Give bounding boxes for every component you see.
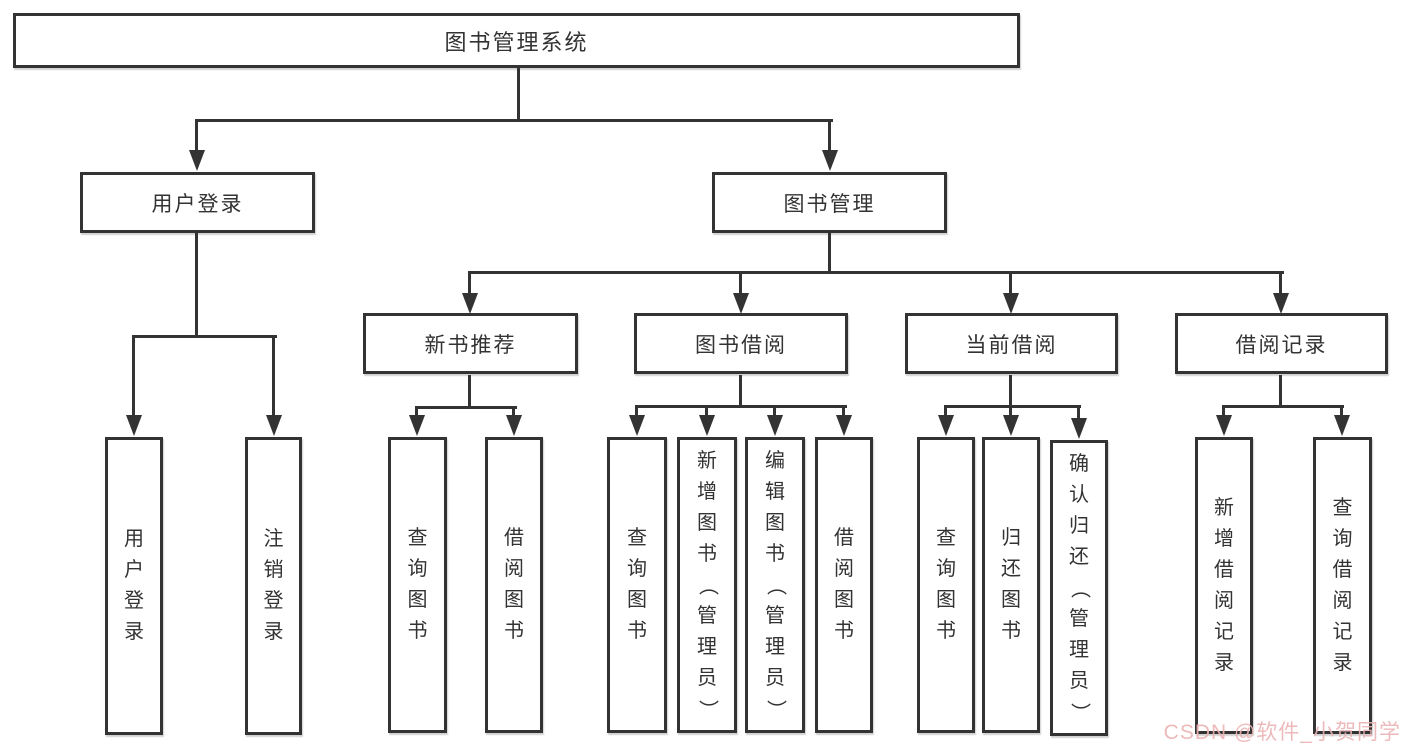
node-label: 借阅图书 [834, 527, 854, 642]
arrow-down-icon [822, 150, 838, 171]
connector-line [132, 335, 277, 338]
arrow-down-icon [189, 150, 205, 171]
connector-line [773, 405, 776, 417]
node-label: 查询图书 [936, 527, 956, 642]
leaf-user-login: 用户登录 [105, 437, 163, 735]
connector-line [416, 406, 517, 409]
connector-line [468, 271, 471, 295]
node-label: 新增图书（管理员） [696, 449, 719, 720]
node-new-book-recommend: 新书推荐 [363, 313, 578, 374]
connector-line [517, 68, 520, 122]
node-user-login: 用户登录 [80, 172, 315, 233]
connector-line [1279, 375, 1282, 408]
connector-line [1222, 405, 1225, 417]
leaf-query-books-1: 查询图书 [388, 437, 447, 733]
arrow-down-icon [733, 293, 749, 314]
node-label: 查询借阅记录 [1332, 496, 1353, 674]
connector-line [705, 405, 708, 417]
node-label: 当前借阅 [965, 333, 1058, 357]
leaf-query-books-2: 查询图书 [607, 437, 667, 733]
leaf-add-books-admin: 新增图书（管理员） [677, 437, 737, 733]
node-current-borrowing: 当前借阅 [905, 313, 1118, 374]
arrow-down-icon [462, 293, 478, 314]
connector-line [415, 406, 418, 417]
csdn-watermark: CSDN @软件_小贺同学 [1163, 721, 1401, 744]
leaf-query-books-3: 查询图书 [917, 437, 975, 733]
connector-line [828, 233, 831, 274]
node-label: 图书管理 [783, 192, 876, 216]
connector-line [1009, 375, 1012, 408]
connector-line [1279, 271, 1282, 295]
connector-line [635, 405, 638, 417]
arrow-down-icon [506, 415, 522, 436]
arrow-down-icon [1003, 293, 1019, 314]
connector-line [468, 271, 1284, 274]
node-label: 归还图书 [1001, 527, 1021, 642]
connector-line [195, 119, 198, 152]
arrow-down-icon [266, 415, 282, 436]
connector-line [468, 375, 471, 409]
connector-line [635, 405, 847, 408]
connector-line [195, 233, 198, 338]
node-label: 借阅记录 [1235, 333, 1328, 357]
connector-line [195, 119, 833, 122]
connector-line [828, 119, 831, 152]
node-book-management: 图书管理 [712, 172, 947, 233]
node-label: 用户登录 [151, 192, 244, 216]
arrow-down-icon [1216, 415, 1232, 436]
connector-line [132, 335, 135, 417]
node-label: 新增借阅记录 [1214, 496, 1234, 674]
arrow-down-icon [409, 415, 425, 436]
connector-line [1009, 271, 1012, 295]
arrow-down-icon [126, 415, 142, 436]
connector-line [272, 335, 275, 417]
node-label: 编辑图书（管理员） [764, 449, 787, 720]
node-label: 借阅图书 [504, 527, 524, 642]
connector-line [739, 375, 742, 408]
arrow-down-icon [1003, 415, 1019, 436]
leaf-confirm-return-admin: 确认归还（管理员） [1050, 440, 1108, 736]
connector-line [1340, 405, 1343, 417]
connector-line [512, 406, 515, 417]
node-label: 确认归还（管理员） [1068, 452, 1091, 723]
node-label: 注销登录 [263, 528, 284, 643]
connector-line [1009, 405, 1012, 417]
arrow-down-icon [836, 415, 852, 436]
node-library-management-system: 图书管理系统 [13, 13, 1020, 68]
leaf-borrow-books-2: 借阅图书 [815, 437, 873, 733]
arrow-down-icon [629, 415, 645, 436]
connector-line [739, 271, 742, 295]
leaf-borrow-books-1: 借阅图书 [485, 437, 543, 733]
node-label: 图书管理系统 [444, 29, 589, 55]
node-label: 查询图书 [407, 527, 428, 642]
connector-line [842, 405, 845, 417]
arrow-down-icon [1273, 293, 1289, 314]
connector-line [1222, 405, 1344, 408]
connector-line [1077, 405, 1080, 420]
arrow-down-icon [1334, 415, 1350, 436]
node-label: 新书推荐 [424, 333, 517, 357]
arrow-down-icon [1071, 418, 1087, 439]
node-book-borrowing: 图书借阅 [634, 313, 848, 374]
arrow-down-icon [938, 415, 954, 436]
arrow-down-icon [767, 415, 783, 436]
node-label: 用户登录 [124, 528, 144, 643]
node-borrowing-records: 借阅记录 [1175, 313, 1388, 374]
leaf-logout: 注销登录 [245, 437, 302, 735]
leaf-query-borrow-record: 查询借阅记录 [1313, 437, 1372, 734]
leaf-return-books: 归还图书 [982, 437, 1040, 733]
arrow-down-icon [699, 415, 715, 436]
leaf-edit-books-admin: 编辑图书（管理员） [745, 437, 805, 733]
node-label: 图书借阅 [695, 333, 787, 357]
connector-line [944, 405, 947, 417]
leaf-add-borrow-record: 新增借阅记录 [1195, 437, 1253, 734]
node-label: 查询图书 [627, 527, 647, 642]
connector-line [944, 405, 1081, 408]
